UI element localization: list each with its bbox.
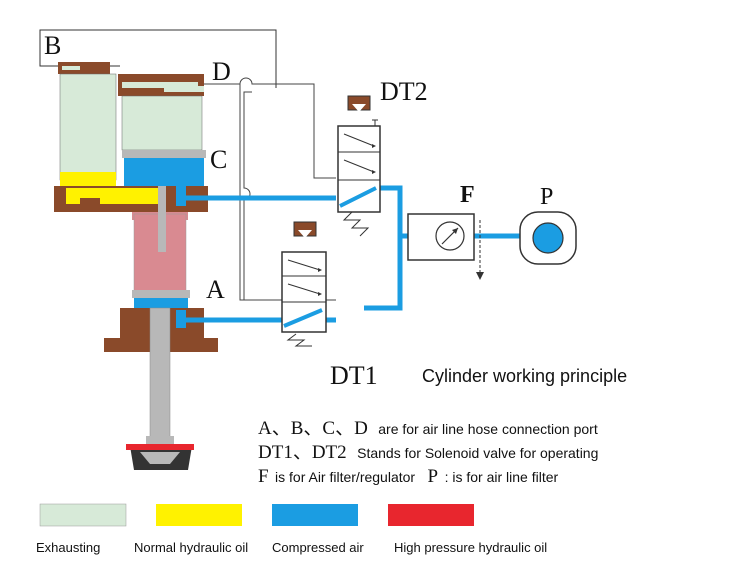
legend-swatch-normal-oil xyxy=(156,504,242,526)
legend: Exhausting Normal hydraulic oil Compress… xyxy=(36,503,547,555)
legend-label-exhausting: Exhausting xyxy=(36,540,100,555)
legend-label-high-pressure-oil: High pressure hydraulic oil xyxy=(394,540,547,555)
middle-plate xyxy=(54,186,208,226)
note-valves: DT1、DT2 Stands for Solenoid valve for op… xyxy=(258,442,598,463)
label-port-d: D xyxy=(212,57,231,86)
note-filter-text: is for Air filter/regulator xyxy=(275,469,415,485)
legend-swatch-high-pressure-oil xyxy=(388,504,474,526)
valve-dt1 xyxy=(281,221,327,347)
label-dt2: DT2 xyxy=(380,77,428,106)
label-dt1: DT1 xyxy=(330,361,378,390)
legend-swatch-exhausting xyxy=(39,503,127,527)
note-ports-symbols: A、B、C、D xyxy=(258,418,368,439)
legend-swatch-compressed-air xyxy=(272,504,358,526)
air-source-p xyxy=(519,211,577,265)
note-p-text: : is for air line filter xyxy=(445,469,559,485)
label-port-c: C xyxy=(210,145,227,174)
right-upper-chamber xyxy=(118,74,206,186)
note-p-symbol: P xyxy=(428,466,439,487)
label-p: P xyxy=(540,184,553,210)
note-valves-symbols: DT1、DT2 xyxy=(258,442,347,463)
legend-label-normal-oil: Normal hydraulic oil xyxy=(134,540,248,555)
valve-dt2 xyxy=(337,95,381,237)
lower-cylinder xyxy=(132,212,190,308)
punch-head xyxy=(126,444,194,470)
diagram-title: Cylinder working principle xyxy=(422,366,627,386)
note-filter: F is for Air filter/regulator P : is for… xyxy=(258,466,559,487)
piston-rod xyxy=(146,307,174,444)
note-valves-text: Stands for Solenoid valve for operating xyxy=(357,445,598,461)
note-ports: A、B、C、D are for air line hose connection… xyxy=(258,418,598,439)
label-filter: F xyxy=(460,182,475,208)
left-upper-chamber xyxy=(58,62,117,186)
note-filter-symbol: F xyxy=(258,466,269,487)
label-port-a: A xyxy=(206,275,225,304)
note-ports-text: are for air line hose connection port xyxy=(378,421,598,437)
legend-label-compressed-air: Compressed air xyxy=(272,540,364,555)
filter-regulator xyxy=(407,213,484,280)
label-port-b: B xyxy=(44,31,61,60)
